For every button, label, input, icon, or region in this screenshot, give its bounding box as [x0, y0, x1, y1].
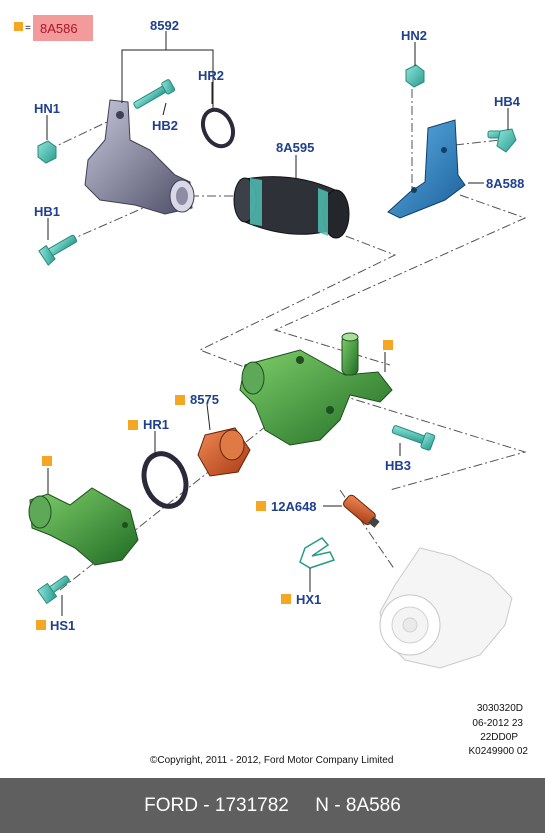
nut-hn1: [37, 140, 57, 164]
coolant-hose-8a595: [233, 176, 350, 239]
water-pump-ghost: [379, 547, 513, 669]
retaining-clip-hx1: [299, 537, 336, 569]
info-line: 3030320D: [477, 703, 523, 714]
thermostat-housing: [239, 332, 393, 446]
label-hr1: HR1: [143, 417, 169, 432]
svg-text:=: =: [25, 23, 31, 34]
bolt-hb2: [133, 79, 176, 109]
label-hn1: HN1: [34, 101, 60, 116]
legend-marker-icon: [14, 22, 23, 31]
selected-part-highlight: [33, 15, 93, 41]
bracket-8a588: [387, 119, 466, 219]
coolant-elbow: [28, 487, 139, 566]
coolant-outlet-housing: [84, 99, 195, 215]
thermostat-8575: [197, 427, 251, 477]
label-8a588: 8A588: [486, 176, 524, 191]
label-8575: 8575: [190, 392, 219, 407]
label-hb2: HB2: [152, 118, 178, 133]
label-hs1: HS1: [50, 618, 75, 633]
o-ring-hr2: [200, 107, 236, 149]
leader-lines: [46, 31, 509, 616]
label-8592: 8592: [150, 18, 179, 33]
parts-diagram: = 8A586: [14, 15, 528, 766]
nut-hn2: [405, 64, 425, 88]
selected-part-label: 8A586: [40, 21, 78, 36]
drawing-info: 3030320D 06-2012 23 22DD0P K0249900 02: [468, 703, 528, 757]
label-8a595: 8A595: [276, 140, 314, 155]
info-line: 06-2012 23: [472, 718, 523, 729]
label-hx1: HX1: [296, 592, 321, 607]
bolt-hb1: [38, 234, 78, 266]
label-12a648: 12A648: [271, 499, 317, 514]
footer-bar: FORD - 1731782 N - 8A586: [0, 778, 545, 833]
label-hr2: HR2: [198, 68, 224, 83]
legend: = 8A586: [14, 15, 93, 41]
footer-spacer: [289, 795, 315, 817]
bolt-hb4: [487, 128, 517, 153]
label-hn2: HN2: [401, 28, 427, 43]
label-hb4: HB4: [494, 94, 521, 109]
bolt-hb3: [391, 425, 436, 451]
screw-hs1: [36, 575, 70, 605]
label-hb3: HB3: [385, 458, 411, 473]
temperature-sensor-12a648: [343, 494, 380, 528]
footer-part-number: FORD - 1731782: [144, 794, 289, 816]
highlight-markers: [36, 340, 393, 630]
info-line: 22DD0P: [480, 732, 518, 743]
copyright: ©Copyright, 2011 - 2012, Ford Motor Comp…: [150, 755, 393, 766]
footer-reference: N - 8A586: [315, 794, 401, 816]
o-ring-hr1: [141, 451, 189, 509]
label-hb1: HB1: [34, 204, 60, 219]
info-line: K0249900 02: [468, 746, 528, 757]
